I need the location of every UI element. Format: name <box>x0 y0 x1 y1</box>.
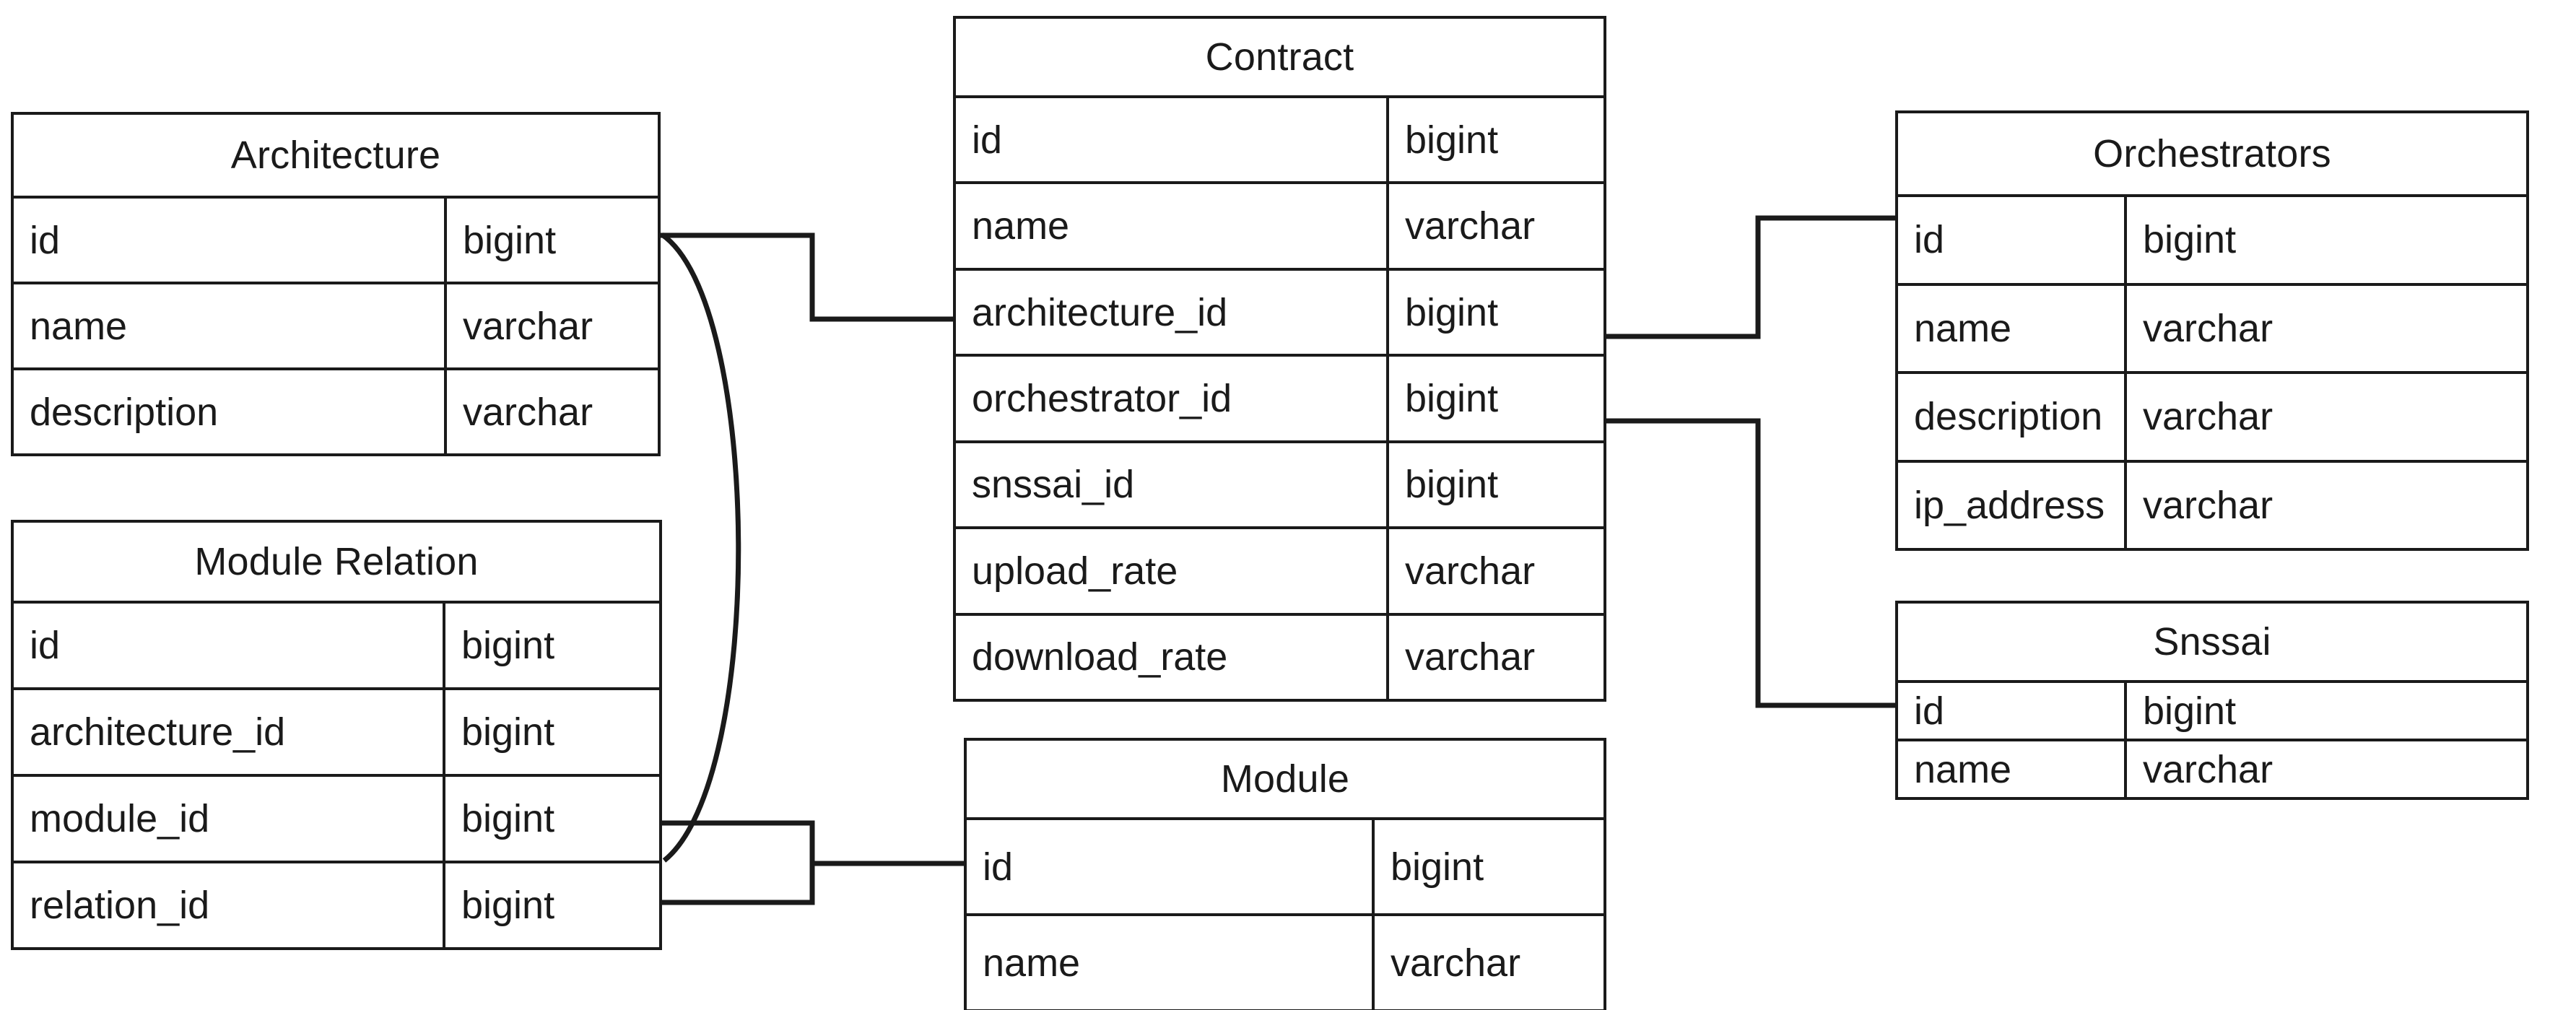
er-table-row[interactable]: id bigint <box>1898 683 2526 741</box>
er-table-row[interactable]: module_id bigint <box>14 777 659 863</box>
er-table-row[interactable]: description varchar <box>1898 374 2526 463</box>
er-column-type: varchar <box>1405 635 1536 679</box>
er-column-name: name <box>967 916 1375 1009</box>
er-column-type: bigint <box>461 624 555 667</box>
connector-architecture-to-contract <box>661 232 953 322</box>
er-column-name: name <box>1898 741 2127 797</box>
connector-modulerelation-to-architecture <box>661 232 741 863</box>
er-table-title: Snssai <box>1898 604 2526 683</box>
connector-contract-to-orchestrators <box>1606 215 1895 339</box>
er-column-type: bigint <box>1405 376 1499 420</box>
er-column-name: id <box>1898 197 2127 283</box>
er-column-type: bigint <box>1405 290 1499 334</box>
er-table-title: Module <box>967 741 1604 820</box>
er-column-name: id <box>14 199 447 282</box>
er-table-row[interactable]: name varchar <box>956 184 1604 271</box>
er-table-row[interactable]: snssai_id bigint <box>956 443 1604 530</box>
er-column-name: name <box>1898 285 2127 371</box>
er-column-name: id <box>14 604 445 687</box>
er-column-type: bigint <box>461 710 555 754</box>
er-column-type: bigint <box>1391 845 1484 889</box>
er-table-row[interactable]: architecture_id bigint <box>956 270 1604 357</box>
er-table-title: Orchestrators <box>1898 113 2526 197</box>
er-table-row[interactable]: name varchar <box>1898 285 2526 374</box>
er-column-type: varchar <box>1391 941 1521 985</box>
er-column-name: relation_id <box>14 863 445 947</box>
er-column-type: varchar <box>2143 395 2273 439</box>
er-column-name: name <box>14 284 447 367</box>
er-table-row[interactable]: name varchar <box>1898 741 2526 797</box>
er-table-title: Module Relation <box>14 523 659 604</box>
er-table-row[interactable]: upload_rate varchar <box>956 529 1604 616</box>
er-column-type: varchar <box>2143 483 2273 527</box>
er-column-name: name <box>956 184 1389 268</box>
er-table-row[interactable]: name varchar <box>14 284 658 370</box>
er-table-title: Architecture <box>14 115 658 199</box>
er-column-name: architecture_id <box>14 690 445 774</box>
connector-modulerelation-module-to-module <box>662 820 964 905</box>
er-table-row[interactable]: id bigint <box>14 604 659 690</box>
er-table-title: Contract <box>956 19 1604 98</box>
er-column-name: ip_address <box>1898 462 2127 548</box>
er-column-name: snssai_id <box>956 443 1389 527</box>
er-table-row[interactable]: id bigint <box>967 820 1604 916</box>
er-column-type: varchar <box>463 304 593 348</box>
er-column-name: orchestrator_id <box>956 357 1389 440</box>
connector-contract-to-snssai <box>1606 418 1895 708</box>
er-column-name: module_id <box>14 777 445 861</box>
er-column-name: id <box>956 98 1389 182</box>
er-column-type: bigint <box>1405 463 1499 507</box>
er-table-row[interactable]: orchestrator_id bigint <box>956 357 1604 443</box>
er-table-row[interactable]: id bigint <box>1898 197 2526 286</box>
er-column-type: bigint <box>461 884 555 927</box>
er-column-type: bigint <box>1405 118 1499 162</box>
er-column-type: bigint <box>2143 689 2237 733</box>
er-column-name: architecture_id <box>956 270 1389 354</box>
er-column-type: bigint <box>2143 218 2237 262</box>
er-column-name: description <box>1898 374 2127 460</box>
er-column-name: id <box>1898 683 2127 739</box>
er-column-type: varchar <box>1405 204 1536 248</box>
er-table-row[interactable]: download_rate varchar <box>956 615 1604 699</box>
er-column-name: id <box>967 820 1375 913</box>
er-column-type: bigint <box>463 218 557 262</box>
er-table-row[interactable]: description varchar <box>14 370 658 453</box>
er-column-name: upload_rate <box>956 529 1389 613</box>
er-table-row[interactable]: architecture_id bigint <box>14 690 659 777</box>
er-table-row[interactable]: id bigint <box>14 199 658 284</box>
er-table-row[interactable]: name varchar <box>967 916 1604 1009</box>
er-column-type: varchar <box>1405 549 1536 593</box>
er-column-name: download_rate <box>956 615 1389 699</box>
er-table-row[interactable]: relation_id bigint <box>14 863 659 947</box>
er-column-type: bigint <box>461 797 555 840</box>
er-table-row[interactable]: ip_address varchar <box>1898 462 2526 548</box>
er-column-name: description <box>14 370 447 453</box>
er-column-type: varchar <box>2143 306 2273 350</box>
er-column-type: varchar <box>463 390 593 434</box>
er-column-type: varchar <box>2143 747 2273 791</box>
er-table-row[interactable]: id bigint <box>956 98 1604 185</box>
